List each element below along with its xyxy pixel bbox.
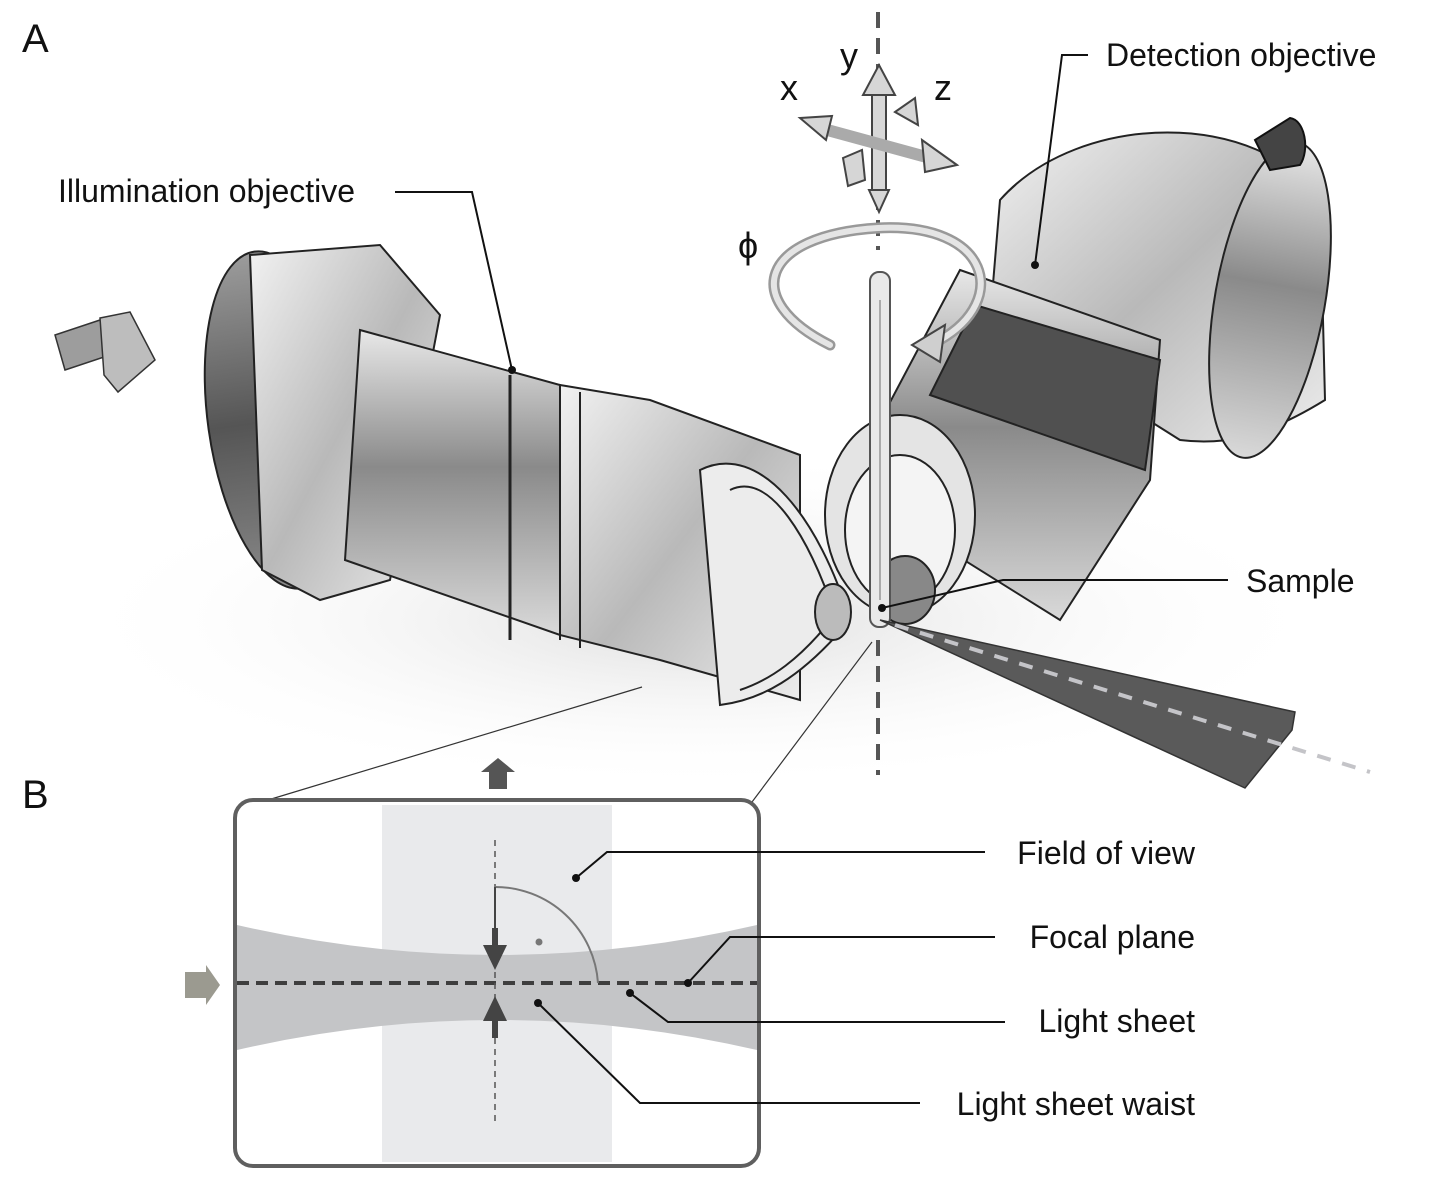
label-field-of-view: Field of view <box>1017 835 1196 871</box>
detection-objective <box>824 116 1332 625</box>
leader-dot <box>1031 261 1039 269</box>
axis-label-y: y <box>840 35 858 76</box>
panel-b-schematic <box>233 798 761 1168</box>
zoom-connector-left <box>267 686 643 801</box>
waist-arrow-down-icon <box>483 928 507 970</box>
waist-arrow-up-icon <box>483 996 507 1038</box>
rotation-ring-icon <box>768 222 987 364</box>
leader-dot <box>508 366 516 374</box>
label-focal-plane: Focal plane <box>1030 919 1195 955</box>
label-light-sheet: Light sheet <box>1038 1003 1195 1039</box>
sample-capillary <box>869 271 891 628</box>
label-sample: Sample <box>1246 563 1355 599</box>
axis-label-z: z <box>934 67 952 108</box>
label-light-sheet-waist: Light sheet waist <box>957 1086 1195 1122</box>
leader-dot <box>534 999 542 1007</box>
detection-direction-arrow-icon <box>481 758 515 789</box>
panel-label-a: A <box>22 17 49 61</box>
rotation-label: ϕ <box>738 225 758 266</box>
leader-dot <box>684 979 692 987</box>
axis-label-x: x <box>780 67 798 108</box>
leader-lines-b <box>537 851 1005 1104</box>
angle-arc <box>494 885 599 984</box>
leader-dot <box>572 874 580 882</box>
leader-dot <box>626 989 634 997</box>
leader-lines-a <box>395 54 1228 609</box>
label-detection-objective: Detection objective <box>1106 37 1376 73</box>
illumination-direction-arrow-icon <box>185 965 220 1005</box>
angle-dot <box>535 938 543 946</box>
light-sheet-3d <box>879 619 1371 789</box>
zoom-connector-right <box>751 641 873 803</box>
label-illumination-objective: Illumination objective <box>58 173 355 209</box>
illumination-objective <box>203 243 852 707</box>
translation-axes-icon <box>797 62 960 215</box>
panel-label-b: B <box>22 773 49 817</box>
light-sheet-profile <box>237 925 757 1050</box>
illumination-beam-arrow-icon <box>54 311 156 394</box>
leader-dot <box>878 604 886 612</box>
